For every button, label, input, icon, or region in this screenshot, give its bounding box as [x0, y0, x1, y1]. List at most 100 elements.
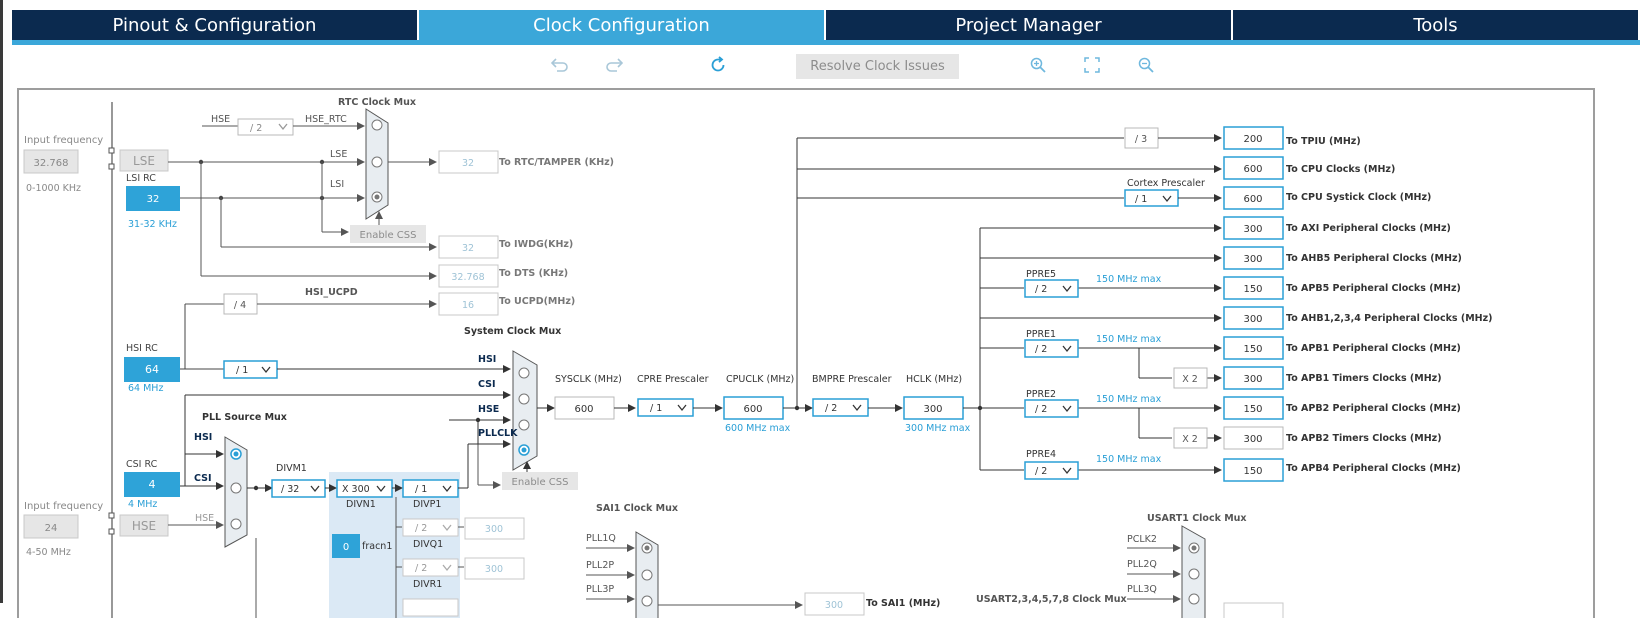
window-left-border [0, 0, 3, 603]
sai1-pll3p-label: PLL3P [586, 584, 614, 595]
tab-project-manager[interactable]: Project Manager [826, 10, 1233, 40]
fit-screen-icon[interactable] [1080, 52, 1104, 78]
apb1-output-label: To APB1 Peripheral Clocks (MHz) [1286, 343, 1461, 354]
undo-icon[interactable] [548, 52, 572, 78]
ppre1-label: PPRE1 [1026, 329, 1056, 340]
apb1-timers-output-field[interactable] [1223, 366, 1284, 390]
cpre-prescaler-label: CPRE Prescaler [637, 374, 709, 385]
cpu-clocks-output-field[interactable] [1223, 156, 1284, 180]
apb2-output-field[interactable] [1223, 396, 1284, 420]
divn1-label: DIVN1 [346, 499, 376, 510]
apb1-timers-output-value: 300 [1243, 374, 1262, 385]
hse-rtc-label: HSE_RTC [305, 114, 347, 125]
hsi-ucpd-label: HSI_UCPD [305, 287, 358, 298]
cpuclk-value: 600 [743, 404, 762, 415]
lse-frequency-field[interactable] [23, 149, 79, 174]
ahb1234-output-field[interactable] [1223, 306, 1284, 330]
tab-clock-configuration[interactable]: Clock Configuration [419, 10, 826, 40]
resolve-clock-issues-button[interactable]: Resolve Clock Issues [796, 54, 959, 79]
axi-output-label: To AXI Peripheral Clocks (MHz) [1286, 223, 1451, 234]
sysmux-hsi-label: HSI [478, 354, 496, 365]
hsi-rc-block [124, 357, 180, 382]
ppre4-value: / 2 [1035, 466, 1047, 477]
redo-icon[interactable] [602, 52, 626, 78]
pllsrc-hse-label: HSE [195, 513, 214, 524]
apb1-timers-output-label: To APB1 Timers Clocks (MHz) [1286, 373, 1442, 384]
ucpd-output-field [438, 292, 499, 316]
apb1-output-field[interactable] [1223, 336, 1284, 360]
apb2-timers-output-value: 300 [1243, 434, 1262, 445]
ppre5-dropdown[interactable] [1024, 279, 1079, 298]
rtc-tamper-value: 32 [462, 158, 474, 169]
ahb5-output-label: To AHB5 Peripheral Clocks (MHz) [1286, 253, 1462, 264]
apb2-timers-output-label: To APB2 Timers Clocks (MHz) [1286, 433, 1442, 444]
dts-label: To DTS (KHz) [499, 268, 568, 279]
hclk-value: 300 [923, 404, 942, 415]
hclk-max-label: 300 MHz max [905, 423, 971, 434]
sai1-output-label: To SAI1 (MHz) [866, 598, 940, 609]
refresh-icon[interactable] [706, 52, 730, 78]
sysmux-enable-css-button[interactable] [502, 472, 578, 490]
tab-tools[interactable]: Tools [1233, 10, 1640, 40]
hsi-rc-value: 64 [145, 363, 159, 376]
system-clock-mux[interactable] [512, 350, 538, 471]
hsi-rc-title: HSI RC [126, 343, 158, 354]
ucpd-value: 16 [462, 300, 474, 311]
apb2-timers-output-field[interactable] [1223, 426, 1284, 450]
zoom-out-icon[interactable] [1134, 52, 1158, 78]
ppre2-dropdown[interactable] [1024, 399, 1079, 418]
tpiu-output-field[interactable] [1223, 126, 1284, 150]
sysmux-enable-css-label: Enable CSS [512, 477, 569, 488]
tab-pinout[interactable]: Pinout & Configuration [12, 10, 419, 40]
cpuclk-max-label: 600 MHz max [725, 423, 791, 434]
divp1-value: / 1 [415, 484, 427, 495]
hsi-divider-dropdown[interactable] [223, 360, 278, 379]
rtc-lsi-label: LSI [330, 179, 344, 190]
divq1-output-value: 300 [485, 524, 503, 535]
rtc-enable-css-button[interactable] [350, 225, 426, 243]
ahb5-output-field[interactable] [1223, 246, 1284, 270]
hse-frequency-value: 24 [45, 523, 58, 534]
sysmux-csi-label: CSI [478, 379, 496, 390]
cpre-prescaler-value: / 1 [650, 403, 662, 414]
ppre1-dropdown[interactable] [1024, 339, 1079, 358]
main-tabs: Pinout & Configuration Clock Configurati… [12, 10, 1640, 40]
ppre4-dropdown[interactable] [1024, 461, 1079, 480]
hsi-frequency-label: 64 MHz [128, 383, 163, 394]
pllsrc-hsi-label: HSI [194, 432, 212, 443]
fracn1-field[interactable] [332, 534, 360, 558]
ucpd-label: To UCPD(MHz) [499, 296, 575, 307]
bmpre-prescaler-label: BMPRE Prescaler [812, 374, 892, 385]
zoom-in-icon[interactable] [1026, 52, 1050, 78]
apb4-output-label: To APB4 Peripheral Clocks (MHz) [1286, 463, 1461, 474]
ppre4-max-label: 150 MHz max [1096, 454, 1162, 465]
lse-frequency-value: 32.768 [34, 158, 69, 169]
usart1-pll3q-label: PLL3Q [1127, 584, 1157, 595]
axi-output-field[interactable] [1223, 216, 1284, 240]
cpu-systick-output-field[interactable] [1223, 186, 1284, 210]
sysclk-label: SYSCLK (MHz) [555, 374, 622, 385]
lse-input-frequency-label: Input frequency [24, 135, 103, 146]
usart2-clock-mux-title: USART2,3,4,5,7,8 Clock Mux [976, 594, 1127, 605]
apb4-output-field[interactable] [1223, 458, 1284, 482]
divn1-value: X 300 [342, 484, 370, 495]
hse-range-label: 4-50 MHz [26, 547, 71, 558]
bmpre-prescaler-value: / 2 [825, 403, 837, 414]
hse-frequency-field[interactable] [23, 514, 79, 539]
rtc-hse-divider-dropdown[interactable] [237, 118, 294, 136]
divr1-label: DIVR1 [413, 579, 442, 590]
csi-rc-value: 4 [149, 478, 156, 491]
usart1-pll2q-label: PLL2Q [1127, 559, 1157, 570]
csi-rc-title: CSI RC [126, 459, 158, 470]
rtc-enable-css-label: Enable CSS [360, 230, 417, 241]
apb5-output-field[interactable] [1223, 276, 1284, 300]
divm1-value: / 32 [281, 484, 299, 495]
apb5-output-label: To APB5 Peripheral Clocks (MHz) [1286, 283, 1461, 294]
output-row: 300 To APB1 Timers Clocks (MHz) [1223, 366, 1442, 390]
tpiu-output-label: To TPIU (MHz) [1286, 136, 1361, 147]
sai1-pll1q-label: PLL1Q [586, 533, 616, 544]
hse-input-frequency-label: Input frequency [24, 501, 103, 512]
divp2-dropdown-partial[interactable] [402, 598, 459, 617]
